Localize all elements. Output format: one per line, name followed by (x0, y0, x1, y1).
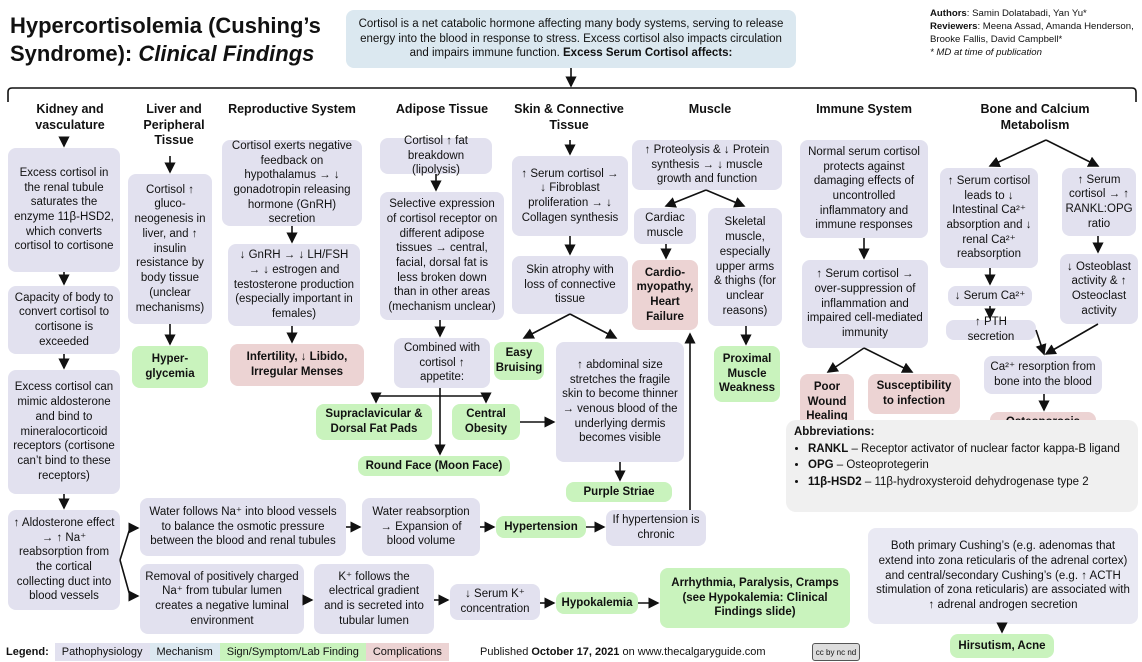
bone-box-5: ↓ Osteoblast activity & ↑ Osteoclast act… (1060, 254, 1138, 324)
moon-face-finding: Round Face (Moon Face) (358, 456, 510, 476)
arrhythmia-finding: Arrhythmia, Paralysis, Cramps (see Hypok… (660, 568, 850, 628)
adipose-box-1: Cortisol ↑ fat breakdown (lipolysis) (380, 135, 492, 176)
header-muscle: Muscle (688, 102, 732, 116)
intro-text: Cortisol is a net catabolic hormone affe… (358, 17, 784, 60)
repro-box-1: Cortisol exerts negative feedback on hyp… (222, 140, 362, 226)
legend-label: Legend: (6, 646, 49, 658)
header-immune: Immune System (816, 102, 912, 116)
infertility-complication: Infertility, ↓ Libido, Irregular Menses (230, 344, 364, 386)
authors-label: Authors (930, 8, 967, 19)
hirsutism-acne-finding: Hirsutism, Acne (950, 634, 1054, 658)
proximal-weakness-finding: Proximal Muscle Weakness (714, 346, 780, 402)
legend-complications: Complications (365, 643, 449, 661)
chronic-hypertension-box: If hypertension is chronic (606, 510, 706, 546)
muscle-box-1: ↑ Proteolysis & ↓ Protein synthesis → ↓ … (632, 140, 782, 190)
liver-box-1: Cortisol ↑ gluco-neogenesis in liver, an… (128, 174, 212, 324)
adipose-box-2: Selective expression of cortisol recepto… (380, 192, 504, 320)
cardiomyopathy-complication: Cardio-myopathy, Heart Failure (632, 260, 698, 330)
potassium-secretion-box: K⁺ follows the electrical gradient and i… (314, 564, 434, 634)
bone-box-4: ↑ PTH secretion (946, 316, 1036, 343)
header-liver: Liver and Peripheral Tissue (143, 102, 205, 148)
fat-pads-finding: Supraclavicular & Dorsal Fat Pads (316, 404, 432, 440)
skeletal-muscle: Skeletal muscle, especially upper arms &… (708, 208, 782, 326)
hypertension-finding: Hypertension (496, 516, 586, 538)
repro-box-2: ↓ GnRH → ↓ LH/FSH → ↓ estrogen and testo… (228, 244, 360, 326)
abbreviations-panel: Abbreviations: RANKL – Receptor activato… (786, 420, 1138, 512)
cc-license-badge: cc by nc nd (812, 643, 860, 661)
cardiac-muscle: Cardiac muscle (634, 208, 696, 244)
header-kidney: Kidney and vasculature (35, 102, 105, 132)
header-adipose: Adipose Tissue (395, 102, 489, 116)
abbr-def: – Receptor activator of nuclear factor k… (848, 442, 1120, 455)
sodium-removal-box: Removal of positively charged Na⁺ from t… (140, 564, 304, 634)
abbr-term: RANKL (808, 442, 849, 455)
publication-line: Published October 17, 2021 on www.thecal… (480, 646, 766, 658)
abbr-item: OPG – Osteoprotegerin (808, 457, 1130, 474)
header-skin: Skin & Connective Tissue (514, 102, 624, 132)
easy-bruising-finding: Easy Bruising (494, 342, 544, 380)
publication-prefix: Published (480, 646, 532, 658)
kidney-box-3: Excess cortisol can mimic aldosterone an… (8, 370, 120, 494)
legend-mechanism: Mechanism (149, 643, 220, 661)
abbr-term: 11β-HSD2 (808, 476, 862, 489)
infection-complication: Susceptibility to infection (868, 374, 960, 414)
title-line-2: Syndrome): Clinical Findings (10, 40, 330, 68)
legend: Legend: Pathophysiology Mechanism Sign/S… (0, 642, 449, 662)
authors-note: * MD at time of publication (930, 46, 1042, 58)
intro-bold: Excess Serum Cortisol affects: (563, 47, 733, 60)
purple-striae-finding: Purple Striae (566, 482, 672, 502)
bone-box-3: ↓ Serum Ca²⁺ (948, 286, 1032, 306)
legend-sign: Sign/Symptom/Lab Finding (219, 643, 366, 661)
abbr-def: – Osteoprotegerin (833, 459, 929, 472)
reviewers-label: Reviewers (930, 20, 978, 32)
reviewers-names: : Meena Assad, Amanda Henderson, Brooke … (930, 20, 1134, 45)
title-italic: Clinical Findings (138, 41, 315, 67)
central-obesity-finding: Central Obesity (452, 404, 520, 440)
abbr-def: – 11β-hydroxysteroid dehydrogenase type … (861, 476, 1089, 489)
abbr-term: OPG (808, 459, 834, 472)
publication-date: October 17, 2021 (531, 646, 620, 658)
page-title: Hypercortisolemia (Cushing’s Syndrome): … (10, 12, 330, 68)
skin-box-4: ↑ abdominal size stretches the fragile s… (556, 342, 684, 462)
hypokalemia-finding: Hypokalemia (556, 592, 638, 614)
abbreviations-label: Abbreviations: (794, 426, 875, 438)
header-bone: Bone and Calcium Metabolism (980, 102, 1090, 132)
skin-box-1: ↑ Serum cortisol → ↓ Fibroblast prolifer… (512, 156, 628, 236)
androgen-box: Both primary Cushing’s (e.g. adenomas th… (868, 528, 1138, 624)
adipose-box-3: Combined with cortisol ↑ appetite: (394, 338, 490, 388)
kidney-box-1: Excess cortisol in the renal tubule satu… (8, 148, 120, 272)
immune-box-1: Normal serum cortisol protects against d… (800, 140, 928, 238)
bone-box-6: Ca²⁺ resorption from bone into the blood (984, 356, 1102, 394)
kidney-box-4: ↑ Aldosterone effect → ↑ Na⁺ reabsorptio… (8, 510, 120, 610)
serum-k-box: ↓ Serum K⁺ concentration (450, 584, 540, 620)
publication-suffix: on www.thecalgaryguide.com (619, 646, 766, 658)
water-follows-box: Water follows Na⁺ into blood vessels to … (140, 498, 346, 556)
bone-box-2: ↑ Serum cortisol → ↑ RANKL:OPG ratio (1062, 168, 1136, 236)
title-plain: Syndrome): (10, 41, 139, 67)
intro-box: Cortisol is a net catabolic hormone affe… (346, 10, 796, 68)
title-line-1: Hypercortisolemia (Cushing’s (10, 13, 321, 38)
authors-block: Authors: Samin Dolatabadi, Yan Yu* Revie… (930, 8, 1140, 60)
bone-box-1: ↑ Serum cortisol leads to ↓ Intestinal C… (940, 168, 1038, 268)
immune-box-2: ↑ Serum cortisol → over-suppression of i… (802, 260, 928, 348)
water-reabsorption-box: Water reabsorption → Expansion of blood … (362, 498, 480, 556)
legend-pathophysiology: Pathophysiology (54, 643, 150, 661)
kidney-box-2: Capacity of body to convert cortisol to … (8, 286, 120, 354)
abbr-item: 11β-HSD2 – 11β-hydroxysteroid dehydrogen… (808, 474, 1130, 491)
header-repro: Reproductive System (228, 102, 356, 116)
skin-box-2: Skin atrophy with loss of connective tis… (512, 256, 628, 314)
hyperglycemia-finding: Hyper-glycemia (132, 346, 208, 388)
authors-names: : Samin Dolatabadi, Yan Yu* (966, 8, 1087, 19)
abbr-item: RANKL – Receptor activator of nuclear fa… (808, 441, 1130, 458)
